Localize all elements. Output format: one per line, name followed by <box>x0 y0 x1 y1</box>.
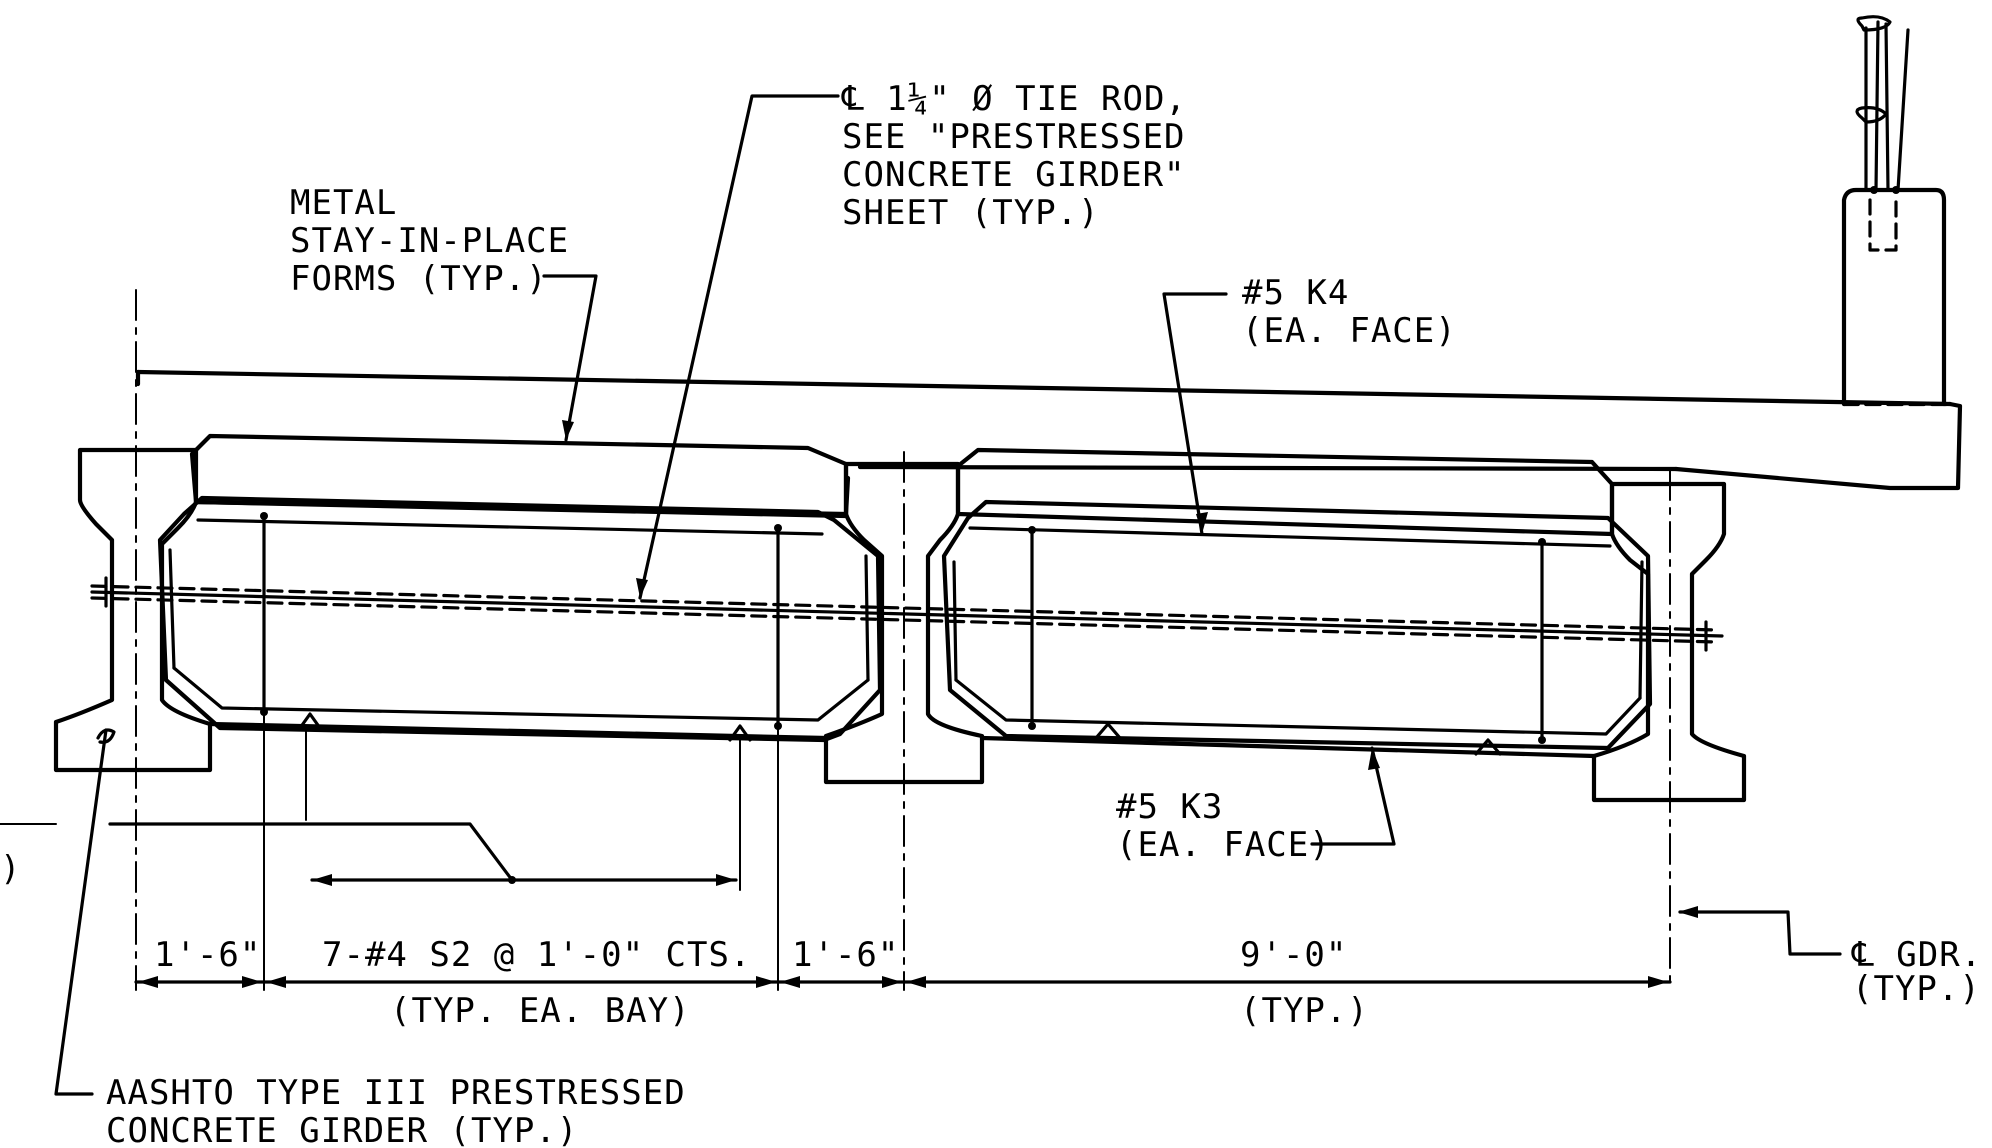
bottom-dimension-chain <box>134 976 1672 988</box>
girder-label: AASHTO TYPE III PRESTRESSED CONCRETE GIR… <box>106 1073 686 1148</box>
leader-lines <box>54 94 1842 1096</box>
cl-gdr-label: ℄ GDR. (TYP.) <box>1851 935 1982 1009</box>
dim-1-6-middle: 1'-6" <box>792 935 899 975</box>
left-cut-label: ) <box>0 849 21 889</box>
forms-line-3: FORMS (TYP.) <box>290 259 548 299</box>
k4-label: #5 K4 (EA. FACE) <box>1242 273 1457 351</box>
girder-left <box>53 447 213 773</box>
forms-line-2: STAY-IN-PLACE <box>290 221 569 261</box>
deck-slab <box>135 369 1963 491</box>
forms-line-1: METAL <box>290 183 397 223</box>
k3-label: #5 K3 (EA. FACE) <box>1116 787 1331 865</box>
girder-line-2: CONCRETE GIRDER (TYP.) <box>106 1111 578 1148</box>
dim-s2-spacing: 7-#4 S2 @ 1'-0" CTS. <box>322 935 751 975</box>
cl-gdr-line-1: ℄ GDR. <box>1851 935 1982 975</box>
dim-typ: (TYP.) <box>1240 991 1369 1031</box>
k3-line-1: #5 K3 <box>1116 787 1223 827</box>
bay-1-panel <box>189 433 851 741</box>
k4-line-1: #5 K4 <box>1242 273 1349 313</box>
cl-gdr-line-2: (TYP.) <box>1852 969 1981 1009</box>
tie-rod-line-1: ℄ 1¼" Ø TIE ROD, <box>841 79 1187 119</box>
girder-middle <box>823 461 985 785</box>
k3-line-2: (EA. FACE) <box>1116 825 1331 865</box>
bay-2-panel <box>955 447 1615 759</box>
dimension-labels: 1'-6" 7-#4 S2 @ 1'-0" CTS. (TYP. EA. BAY… <box>154 935 1369 1031</box>
tie-rod-line-2: SEE "PRESTRESSED <box>842 117 1186 157</box>
tie-rod-line-3: CONCRETE GIRDER" <box>842 155 1186 195</box>
barrier-railing <box>1841 15 1953 407</box>
bay-2-rebar <box>941 499 1653 756</box>
k4-line-2: (EA. FACE) <box>1242 311 1457 351</box>
girder-centerlines <box>0 289 1671 991</box>
girder-right <box>1591 481 1747 803</box>
bay-1-rebar <box>157 495 883 743</box>
tie-rod-line-4: SHEET (TYP.) <box>842 193 1100 233</box>
forms-label: METAL STAY-IN-PLACE FORMS (TYP.) <box>290 183 569 299</box>
dim-typ-ea-bay: (TYP. EA. BAY) <box>390 991 691 1031</box>
dim-9-0: 9'-0" <box>1240 935 1347 975</box>
tie-rod-label: ℄ 1¼" Ø TIE ROD, SEE "PRESTRESSED CONCRE… <box>841 79 1187 233</box>
s2-spacing-dimension <box>108 822 738 886</box>
girder-line-1: AASHTO TYPE III PRESTRESSED <box>106 1073 686 1113</box>
dim-1-6-left: 1'-6" <box>154 935 261 975</box>
tie-rod <box>90 576 1724 652</box>
